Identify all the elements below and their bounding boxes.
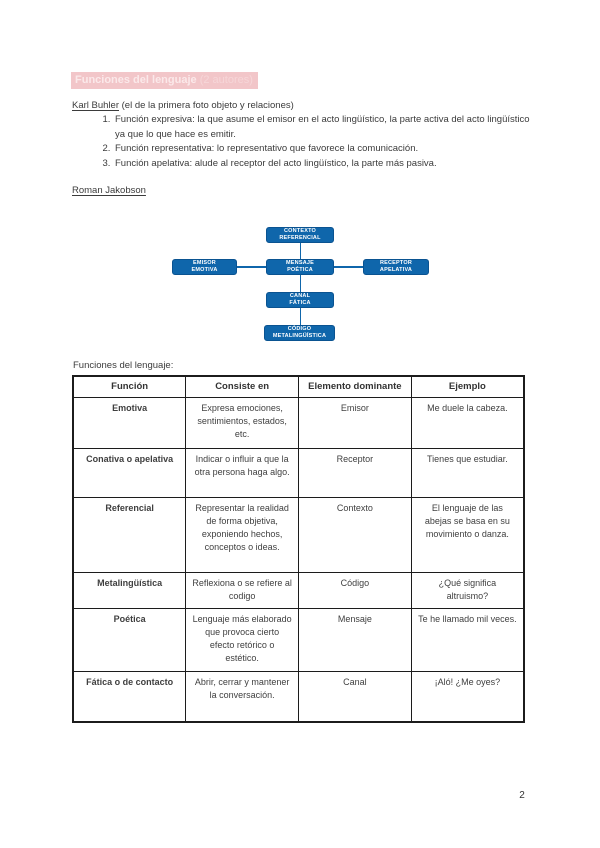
cell-ejemplo: ¡Aló! ¿Me oyes?	[410, 670, 525, 723]
diagram-box-label: MENSAJE	[286, 260, 314, 267]
cell-funcion: Poética	[72, 607, 187, 672]
diagram-box-codigo: CÓDIGO METALINGÜÍSTICA	[264, 325, 335, 341]
table-row: Referencial Representar la realidad de f…	[72, 496, 525, 573]
diagram-box-emisor: EMISOR EMOTIVA	[172, 259, 237, 275]
column-header: Ejemplo	[410, 375, 525, 398]
cell-funcion: Metalingüística	[72, 571, 187, 609]
diagram-connector-vertical	[299, 274, 302, 292]
buhler-functions-list: Función expresiva: la que asume el emiso…	[72, 113, 530, 171]
diagram-box-label: RECEPTOR	[379, 260, 413, 267]
diagram-box-label: CÓDIGO	[287, 326, 312, 333]
diagram-connector-horizontal	[333, 266, 363, 268]
jakobson-heading: Roman Jakobson	[72, 184, 146, 199]
functions-table: Función Consiste en Elemento dominante E…	[72, 375, 525, 723]
diagram-connector-horizontal	[236, 266, 266, 268]
list-item: Función expresiva: la que asume el emiso…	[113, 113, 530, 142]
diagram-box-canal: CANAL FÁTICA	[266, 292, 334, 308]
cell-ejemplo: Tienes que estudiar.	[410, 447, 525, 498]
table-row: Fática o de contacto Abrir, cerrar y man…	[72, 670, 525, 723]
list-item: Función representativa: lo representativ…	[113, 142, 530, 157]
diagram-box-label: EMOTIVA	[191, 266, 218, 273]
cell-ejemplo: El lenguaje de las abejas se basa en su …	[410, 496, 525, 573]
diagram-box-label: METALINGÜÍSTICA	[272, 332, 327, 339]
diagram-box-label: REFERENCIAL	[279, 234, 321, 241]
jakobson-author: Roman Jakobson	[72, 185, 146, 196]
diagram-box-contexto: CONTEXTO REFERENCIAL	[266, 227, 334, 243]
diagram-box-mensaje: MENSAJE POÉTICA	[266, 259, 334, 275]
diagram-box-label: POÉTICA	[287, 266, 313, 273]
cell-elemento: Receptor	[298, 447, 412, 498]
cell-ejemplo: ¿Qué significa altruismo?	[410, 571, 525, 609]
cell-consiste: Expresa emociones, sentimientos, estados…	[185, 396, 299, 449]
diagram-box-label: CANAL	[289, 293, 311, 300]
cell-funcion: Conativa o apelativa	[72, 447, 187, 498]
column-header: Función	[72, 375, 187, 398]
diagram-box-label: EMISOR	[193, 260, 216, 267]
cell-consiste: Reflexiona o se refiere al codigo	[185, 571, 299, 609]
diagram-box-label: APELATIVA	[379, 266, 413, 273]
cell-consiste: Abrir, cerrar y mantener la conversación…	[185, 670, 299, 723]
cell-elemento: Emisor	[298, 396, 412, 449]
diagram-box-label: FÁTICA	[289, 299, 311, 306]
buhler-heading: Karl Buhler (el de la primera foto objet…	[72, 99, 542, 114]
cell-funcion: Fática o de contacto	[72, 670, 187, 723]
page-number: 2	[519, 790, 525, 801]
cell-consiste: Indicar o influir a que la otra persona …	[185, 447, 299, 498]
cell-ejemplo: Te he llamado mil veces.	[410, 607, 525, 672]
buhler-author-note: (el de la primera foto objeto y relacion…	[119, 100, 294, 111]
table-caption: Funciones del lenguaje:	[73, 360, 174, 371]
cell-elemento: Mensaje	[298, 607, 412, 672]
cell-elemento: Código	[298, 571, 412, 609]
page-title: Funciones del lenguaje (2 autores)	[71, 72, 258, 89]
cell-elemento: Contexto	[298, 496, 412, 573]
cell-funcion: Emotiva	[72, 396, 187, 449]
column-header: Elemento dominante	[298, 375, 412, 398]
title-text: Funciones del lenguaje	[75, 74, 197, 86]
title-suffix: (2 autores)	[196, 74, 253, 86]
diagram-box-label: CONTEXTO	[283, 228, 317, 235]
table-row: Conativa o apelativa Indicar o influir a…	[72, 447, 525, 498]
cell-elemento: Canal	[298, 670, 412, 723]
cell-consiste: Lenguaje más elaborado que provoca ciert…	[185, 607, 299, 672]
table-row: Emotiva Expresa emociones, sentimientos,…	[72, 396, 525, 449]
table-row: Poética Lenguaje más elaborado que provo…	[72, 607, 525, 672]
list-item: Función apelativa: alude al receptor del…	[113, 157, 530, 172]
diagram-box-receptor: RECEPTOR APELATIVA	[363, 259, 429, 275]
cell-funcion: Referencial	[72, 496, 187, 573]
table-row: Metalingüística Reflexiona o se refiere …	[72, 571, 525, 609]
column-header: Consiste en	[185, 375, 299, 398]
cell-consiste: Representar la realidad de forma objetiv…	[185, 496, 299, 573]
diagram-connector-vertical	[299, 307, 302, 325]
cell-ejemplo: Me duele la cabeza.	[410, 396, 525, 449]
buhler-author: Karl Buhler	[72, 100, 119, 111]
table-header-row: Función Consiste en Elemento dominante E…	[72, 375, 525, 398]
diagram-connector-vertical	[299, 242, 302, 259]
